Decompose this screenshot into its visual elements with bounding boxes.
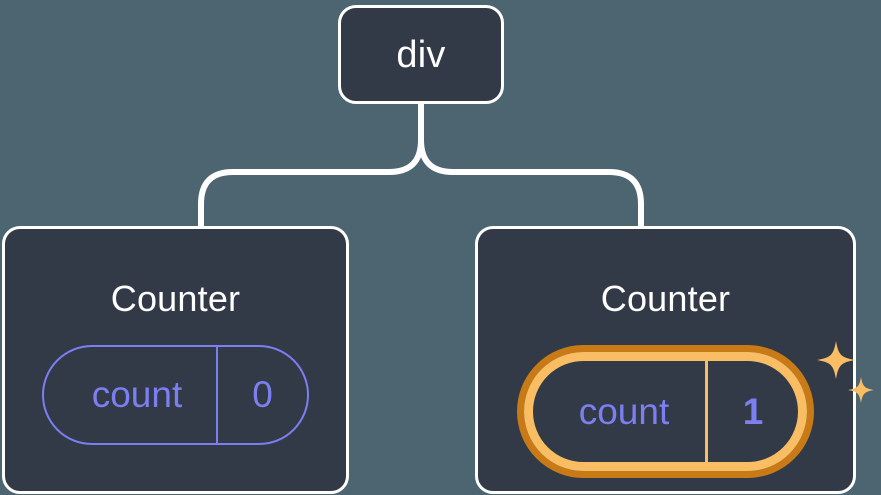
counter-right-state-wrap: count 1: [517, 341, 874, 478]
counter-right-title: Counter: [600, 278, 731, 319]
sparkle-small-icon: [848, 377, 874, 403]
state-value-label: 1: [705, 361, 798, 462]
node-counter-left[interactable]: Counter count 0: [2, 226, 349, 494]
state-pill-inner-ring: count 1: [524, 352, 807, 471]
counter-left-title: Counter: [110, 278, 241, 319]
state-pill-count-1-highlighted[interactable]: count 1: [517, 345, 814, 478]
sparkle-group: [817, 341, 874, 403]
connector-branch-left: [198, 137, 424, 231]
sparkle-large-icon: [817, 341, 855, 379]
node-div[interactable]: div: [338, 5, 504, 104]
state-key-label: count: [91, 374, 183, 415]
state-value-label: 0: [216, 347, 307, 443]
state-pill-count-0[interactable]: count 0: [42, 345, 309, 445]
connector-branch-right: [418, 137, 644, 231]
counter-left-state-wrap: count 0: [42, 345, 309, 445]
state-key-label: count: [578, 390, 670, 432]
node-div-label: div: [396, 33, 446, 76]
node-counter-right[interactable]: Counter count 1: [475, 226, 874, 494]
